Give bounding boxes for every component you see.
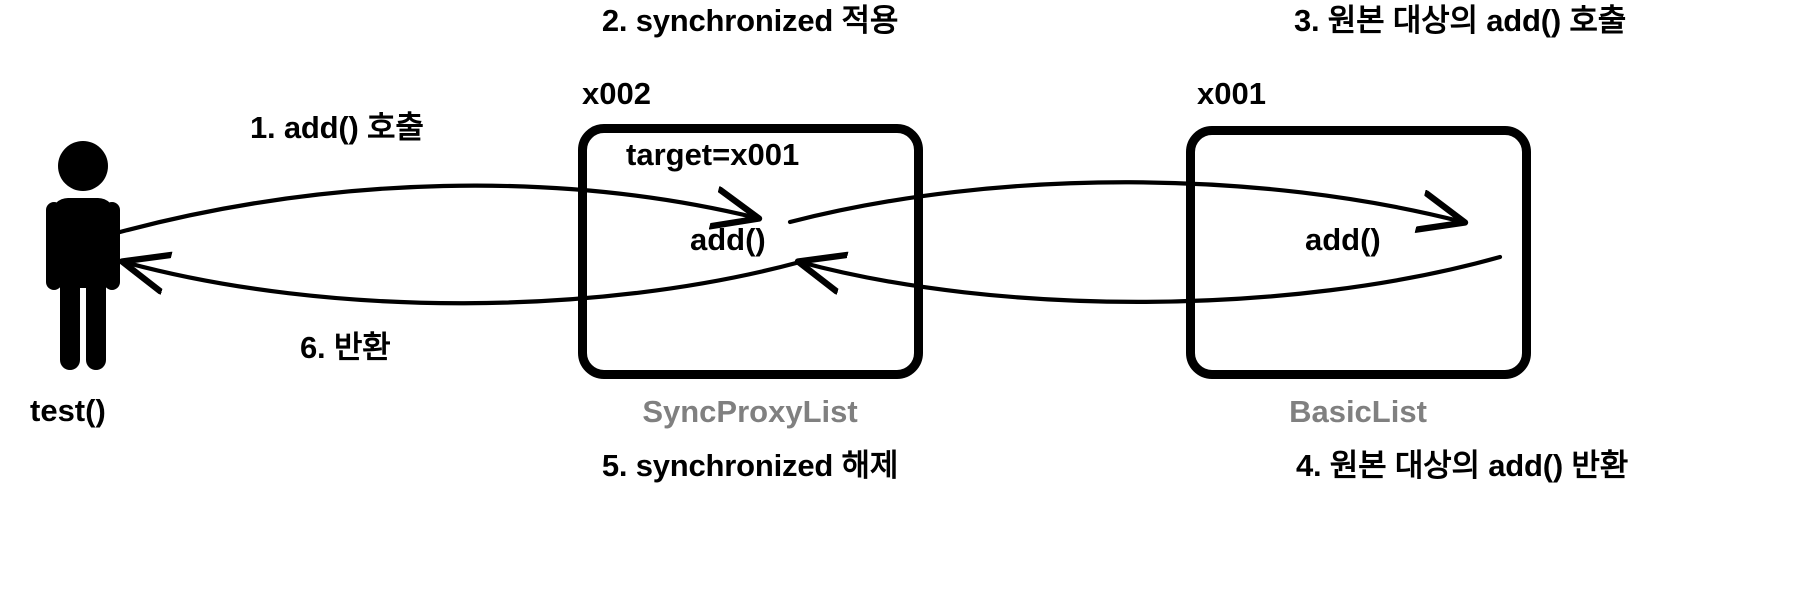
basic-object-box[interactable] — [1186, 126, 1531, 379]
actor-person — [38, 140, 148, 385]
proxy-object-id: x002 — [582, 76, 651, 111]
step-5-label: 5. synchronized 해제 — [601, 448, 899, 483]
step-6-label: 6. 반환 — [300, 330, 391, 365]
proxy-target-field: target=x001 — [626, 137, 800, 172]
proxy-add-method: add() — [690, 222, 766, 257]
step-2-label: 2. synchronized 적용 — [601, 3, 899, 38]
actor-label: test() — [30, 393, 106, 428]
basic-object-id: x001 — [1197, 76, 1266, 111]
step-1-label: 1. add() 호출 — [250, 110, 424, 145]
person-icon — [46, 141, 120, 370]
basic-class-name: BasicList — [1289, 394, 1427, 429]
proxy-class-name: SyncProxyList — [642, 394, 858, 429]
step-4-label: 4. 원본 대상의 add() 반환 — [1295, 448, 1629, 483]
step-3-label: 3. 원본 대상의 add() 호출 — [1293, 3, 1627, 38]
basic-add-method: add() — [1305, 222, 1381, 257]
proxy-object-box[interactable] — [578, 124, 923, 379]
